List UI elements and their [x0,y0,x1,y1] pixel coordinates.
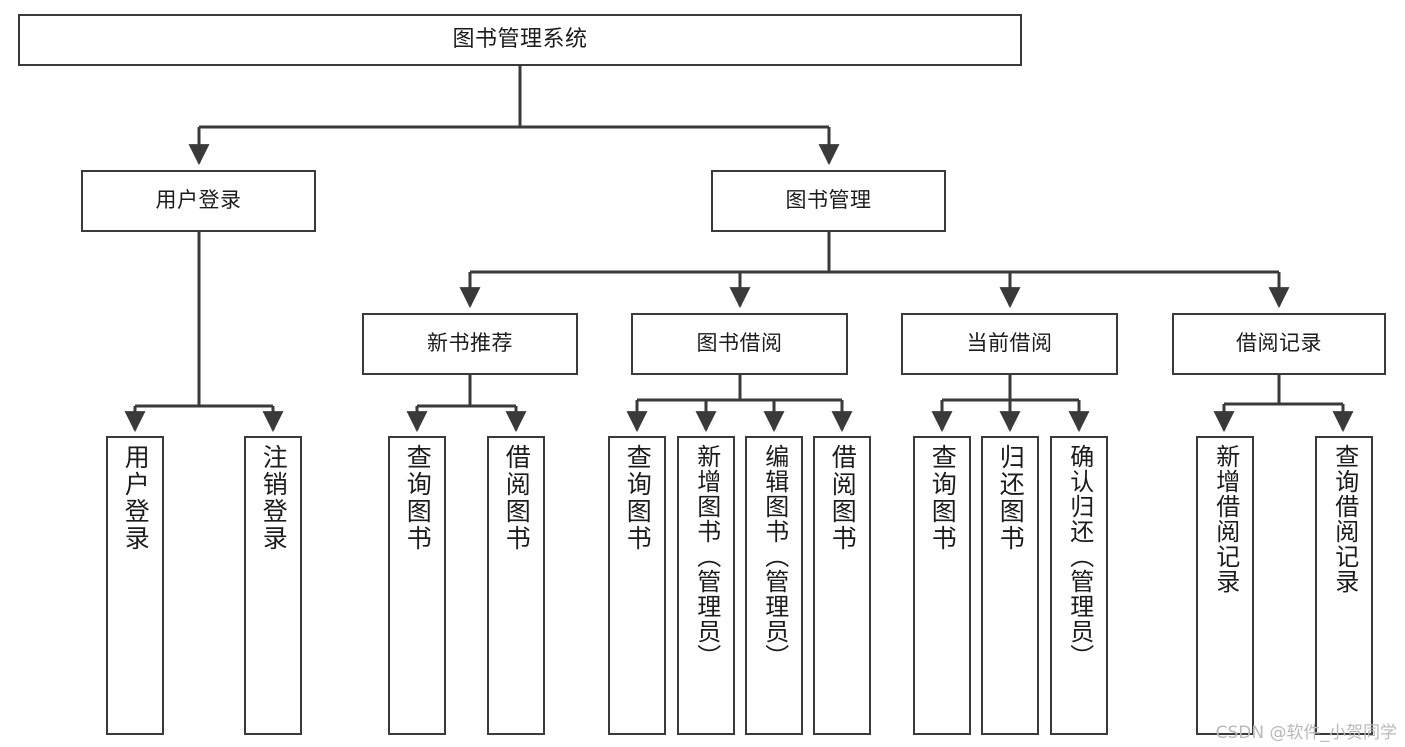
leaf-borrow-book-2[interactable]: 借阅图书 [813,436,871,735]
leaf-borrow-book-1-label: 借阅图书 [502,444,532,552]
node-root-label: 图书管理系统 [452,26,588,52]
leaf-query-book-2[interactable]: 查询图书 [608,436,666,735]
leaf-edit-book-label: 编辑图书（管理员） [760,444,789,669]
node-borrow-record-label: 借阅记录 [1236,331,1322,356]
node-user-login-label: 用户登录 [155,188,242,213]
node-root[interactable]: 图书管理系统 [18,14,1022,66]
node-book-borrow[interactable]: 图书借阅 [631,313,848,375]
leaf-add-record-label: 新增借阅记录 [1211,444,1240,594]
leaf-query-book-1-label: 查询图书 [403,444,433,552]
leaf-query-record[interactable]: 查询借阅记录 [1315,436,1373,735]
leaf-edit-book[interactable]: 编辑图书（管理员） [745,436,803,735]
leaf-user-login[interactable]: 用户登录 [106,436,164,735]
leaf-add-record[interactable]: 新增借阅记录 [1196,436,1254,735]
leaf-query-book-2-label: 查询图书 [623,444,653,552]
leaf-logout-login[interactable]: 注销登录 [244,436,302,735]
leaf-add-book-label: 新增图书（管理员） [692,444,721,669]
node-current-borrow[interactable]: 当前借阅 [901,313,1118,375]
leaf-borrow-book-2-label: 借阅图书 [828,444,858,552]
leaf-confirm-return-label: 确认归还（管理员） [1065,444,1094,669]
node-book-manage-label: 图书管理 [785,188,872,213]
leaf-confirm-return[interactable]: 确认归还（管理员） [1050,436,1108,735]
leaf-logout-login-label: 注销登录 [259,444,289,552]
leaf-return-book-label: 归还图书 [996,444,1026,552]
leaf-query-book-3-label: 查询图书 [928,444,958,552]
node-book-manage[interactable]: 图书管理 [711,170,946,232]
node-book-borrow-label: 图书借阅 [696,331,783,356]
leaf-user-login-label: 用户登录 [121,444,151,552]
watermark: CSDN @软件_小贺同学 [1215,723,1397,743]
leaf-query-book-3[interactable]: 查询图书 [913,436,971,735]
leaf-borrow-book-1[interactable]: 借阅图书 [487,436,545,735]
node-user-login[interactable]: 用户登录 [81,170,316,232]
leaf-query-book-1[interactable]: 查询图书 [388,436,446,735]
leaf-add-book[interactable]: 新增图书（管理员） [677,436,735,735]
node-new-book-recommend[interactable]: 新书推荐 [362,313,578,375]
node-new-book-recommend-label: 新书推荐 [427,331,513,356]
node-borrow-record[interactable]: 借阅记录 [1172,313,1386,375]
leaf-query-record-label: 查询借阅记录 [1330,444,1359,594]
leaf-return-book[interactable]: 归还图书 [981,436,1039,735]
node-current-borrow-label: 当前借阅 [966,331,1053,356]
